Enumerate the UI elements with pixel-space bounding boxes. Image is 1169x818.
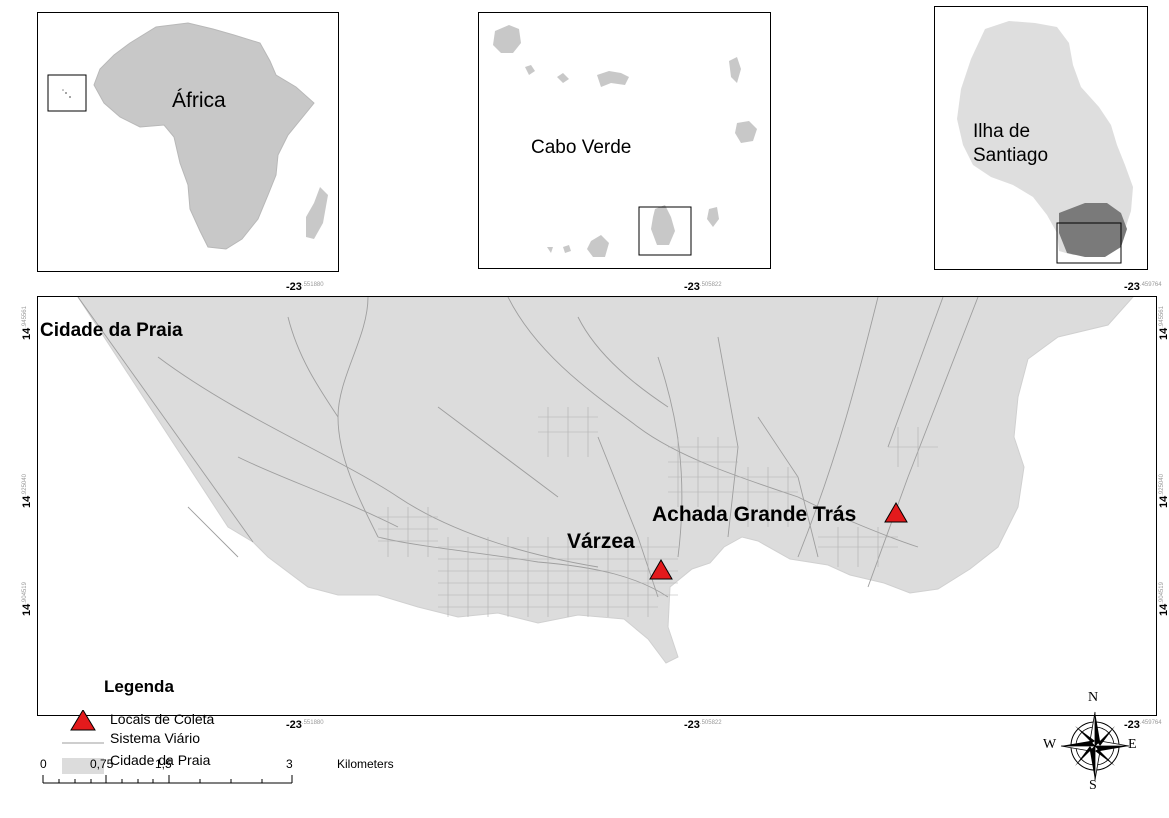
main-map-frame [37,296,1157,716]
legend-label-roads: Sistema Viário [110,730,201,746]
lon-sup: .505822 [699,720,722,726]
lat-prefix: 14 [1158,495,1169,508]
lon-tick-top-3: -23.459764 [1124,281,1162,293]
lon-tick-bottom-3: -23.459764 [1124,719,1162,731]
city-polygon [77,297,1134,664]
city-title: Cidade da Praia [40,320,183,341]
lat-sup: .945561 [22,306,28,328]
lon-sup: .505822 [699,282,722,288]
compass-n: N [1088,690,1099,705]
lon-sup: .459764 [1139,720,1162,726]
lon-tick-bottom-2: -23.505822 [684,719,722,731]
legend-label-city: Cidade da Praia [110,752,211,768]
legend-label-sites: Locais de Coleta [110,711,215,727]
santiago-island [957,21,1133,264]
site-label-varzea: Várzea [567,530,635,553]
legend-triangle-icon [70,710,96,731]
lat-tick-right-1: 14.945561 [1158,306,1169,340]
lat-tick-right-3: 14.904519 [1158,582,1169,616]
lat-prefix: 14 [1158,603,1169,616]
scale-label-15: 1,5 [155,757,172,771]
lat-tick-right-2: 14.925040 [1158,474,1169,508]
lat-sup: .904519 [22,582,28,604]
santiago-label-line1: Ilha de [973,121,1031,142]
lat-sup: .945561 [1159,306,1165,328]
compass-rose-icon [1060,711,1130,781]
legend-title: Legenda [104,677,174,696]
africa-shape [47,22,328,250]
lat-tick-left-1: 14.945561 [21,306,33,340]
lon-prefix: -23 [286,281,302,293]
lon-sup: .551880 [301,720,324,726]
legend-symbols [62,710,104,774]
scale-bar [42,775,293,784]
lat-tick-left-2: 14.925040 [21,474,33,508]
lon-sup: .459764 [1139,282,1162,288]
lon-prefix: -23 [1124,281,1140,293]
lon-prefix: -23 [684,281,700,293]
compass-w: W [1043,737,1057,752]
lon-tick-top-2: -23.505822 [684,281,722,293]
scale-label-0: 0 [40,757,47,771]
lat-sup: .925040 [1159,474,1165,496]
lat-sup: .925040 [22,474,28,496]
lat-tick-left-3: 14.904519 [21,582,33,616]
scale-label-3: 3 [286,757,293,771]
lon-tick-top-1: -23.551880 [286,281,324,293]
cabo-verde-islands [493,25,757,257]
lat-prefix: 14 [21,603,33,616]
lon-prefix: -23 [1124,719,1140,731]
scale-label-075: 0,75 [90,757,114,771]
lat-prefix: 14 [21,495,33,508]
cabo-verde-inset-map: Cabo Verde [478,12,771,269]
compass-s: S [1089,778,1097,793]
lat-sup: .904519 [1159,582,1165,604]
scale-unit: Kilometers [337,757,394,771]
lat-prefix: 14 [1158,327,1169,340]
santiago-label-line2: Santiago [973,145,1049,166]
lon-prefix: -23 [286,719,302,731]
site-label-achada-grande-tras: Achada Grande Trás [652,503,857,526]
compass-e: E [1128,737,1137,752]
lat-prefix: 14 [21,327,33,340]
legend-polygon-icon [62,758,104,774]
lon-sup: .551880 [301,282,324,288]
cabo-verde-label: Cabo Verde [531,137,632,158]
africa-label: África [172,89,226,112]
lon-tick-bottom-1: -23.551880 [286,719,324,731]
lon-prefix: -23 [684,719,700,731]
city-map [77,297,1134,664]
africa-inset-map: África [37,12,339,272]
santiago-inset-map: Ilha de Santiago [934,6,1148,270]
